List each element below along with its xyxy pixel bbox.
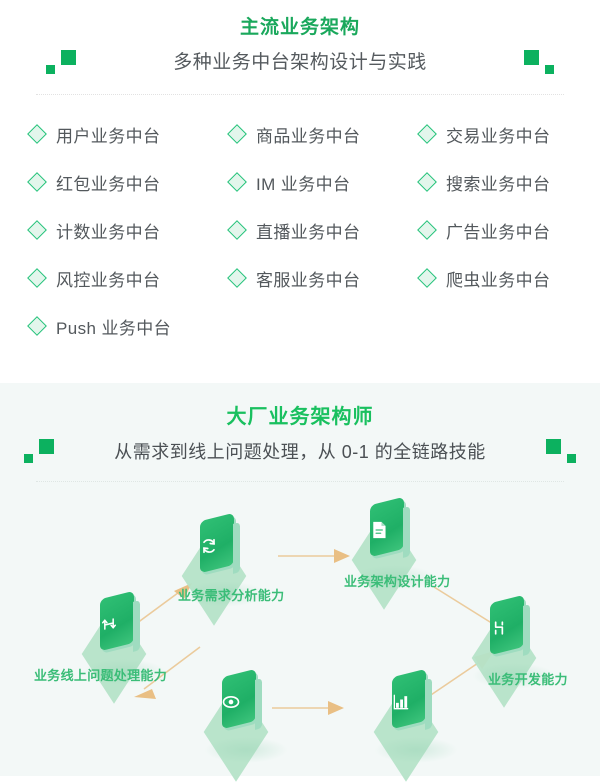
- refresh-cycle-icon: [140, 485, 278, 607]
- node-glow: [472, 663, 556, 689]
- diamond-icon: [27, 172, 47, 192]
- list-item-label: 商品业务中台: [256, 126, 361, 146]
- list-item-label: 用户业务中台: [56, 126, 161, 146]
- node-glow: [204, 737, 288, 763]
- eye-monitor-icon: [162, 641, 300, 763]
- list-item-label: 风控业务中台: [56, 270, 161, 290]
- flow-node-label-development: 业务开发能力: [488, 672, 568, 687]
- list-item[interactable]: 爬虫业务中台: [417, 266, 576, 291]
- flow-node-requirement[interactable]: [168, 511, 278, 626]
- flow-arrow-monitoring-to-online: [128, 645, 208, 701]
- diamond-icon: [27, 316, 47, 336]
- divider: [36, 481, 564, 483]
- diamond-icon: [27, 268, 47, 288]
- node-glow: [182, 581, 266, 607]
- list-item[interactable]: 交易业务中台: [417, 122, 576, 147]
- list-item[interactable]: 风控业务中台: [27, 266, 230, 291]
- flow-node-label-online-issue: 业务线上问题处理能力: [34, 668, 168, 683]
- list-item[interactable]: 用户业务中台: [27, 122, 230, 147]
- diamond-icon: [417, 124, 437, 144]
- list-item[interactable]: Push 业务中台: [27, 314, 230, 339]
- skills-header: 大厂业务架构师 从需求到线上问题处理，从 0-1 的全链路技能: [0, 383, 600, 483]
- diamond-icon: [227, 124, 247, 144]
- flow-node-label-requirement: 业务需求分析能力: [178, 588, 285, 603]
- list-item-label: 红包业务中台: [56, 174, 161, 194]
- list-item-label: 爬虫业务中台: [446, 270, 551, 290]
- list-item[interactable]: 计数业务中台: [27, 218, 230, 243]
- skills-flow-diagram: 业务线上问题处理能力: [0, 489, 600, 782]
- list-item-label: Push 业务中台: [56, 318, 172, 338]
- architecture-header: 主流业务架构 多种业务中台架构设计与实践: [0, 0, 600, 96]
- list-item[interactable]: 客服业务中台: [227, 266, 420, 291]
- flow-node-monitoring[interactable]: [190, 667, 300, 782]
- flow-node-architecture[interactable]: [338, 495, 448, 610]
- node-glow: [82, 659, 166, 685]
- square-decoration-right-icon: [546, 439, 576, 465]
- page-title: 主流业务架构: [239, 17, 360, 38]
- list-item-label: 搜索业务中台: [446, 174, 551, 194]
- list-item-label: 交易业务中台: [446, 126, 551, 146]
- list-item[interactable]: 直播业务中台: [227, 218, 420, 243]
- trend-arrows-icon: [40, 563, 178, 685]
- list-item[interactable]: 商品业务中台: [227, 122, 420, 147]
- section-mainstream-architecture: 主流业务架构 多种业务中台架构设计与实践 用户业务中台 商品业务中台: [0, 0, 600, 383]
- flow-node-online-issue[interactable]: [68, 589, 178, 704]
- bar-chart-icon: [332, 641, 470, 763]
- list-item[interactable]: 搜索业务中台: [417, 170, 576, 195]
- flow-node-development[interactable]: [458, 593, 568, 708]
- diamond-icon: [227, 220, 247, 240]
- skills-subtitle-row: 从需求到线上问题处理，从 0-1 的全链路技能: [0, 435, 600, 469]
- square-decoration-left-icon: [24, 439, 54, 465]
- architecture-list: 用户业务中台 商品业务中台 交易业务中台 红包业务中台 IM 业务中台 搜索业务…: [0, 110, 600, 350]
- flow-arrow-monitoring-to-analytics: [272, 697, 352, 717]
- skills-subtitle: 从需求到线上问题处理，从 0-1 的全链路技能: [114, 442, 486, 462]
- code-branch-icon: [430, 567, 568, 689]
- architecture-subtitle-row: 多种业务中台架构设计与实践: [0, 46, 600, 80]
- list-item[interactable]: 广告业务中台: [417, 218, 576, 243]
- diamond-icon: [27, 220, 47, 240]
- square-decoration-left-icon: [46, 50, 76, 76]
- divider: [36, 94, 564, 96]
- diamond-icon: [227, 172, 247, 192]
- diamond-icon: [227, 268, 247, 288]
- flow-node-label-architecture: 业务架构设计能力: [344, 574, 451, 589]
- list-item-label: 广告业务中台: [446, 222, 551, 242]
- list-item-label: 计数业务中台: [56, 222, 161, 242]
- square-decoration-right-icon: [524, 50, 554, 76]
- node-glow: [374, 737, 458, 763]
- skills-title: 大厂业务架构师: [226, 406, 374, 428]
- list-item[interactable]: IM 业务中台: [227, 170, 420, 195]
- diamond-icon: [417, 172, 437, 192]
- list-item-label: IM 业务中台: [256, 174, 351, 194]
- section-architect-skills: 大厂业务架构师 从需求到线上问题处理，从 0-1 的全链路技能: [0, 383, 600, 782]
- diamond-icon: [27, 124, 47, 144]
- list-item-label: 直播业务中台: [256, 222, 361, 242]
- diamond-icon: [417, 220, 437, 240]
- page-subtitle: 多种业务中台架构设计与实践: [173, 52, 427, 73]
- document-icon: [310, 469, 448, 591]
- list-item[interactable]: 红包业务中台: [27, 170, 230, 195]
- flow-node-analytics[interactable]: [360, 667, 470, 782]
- flow-arrow-requirement-to-architecture: [278, 545, 358, 565]
- diamond-icon: [417, 268, 437, 288]
- list-item-label: 客服业务中台: [256, 270, 361, 290]
- node-glow: [352, 565, 436, 591]
